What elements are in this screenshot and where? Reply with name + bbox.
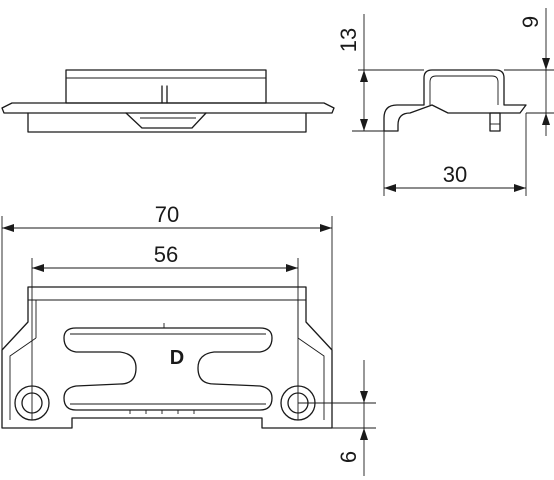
side-view: 13 9 30 — [336, 8, 554, 196]
front-view-bevel-right — [297, 337, 325, 420]
dim-9-arrow — [542, 58, 550, 70]
dim-56-arrow — [32, 264, 44, 272]
dim-30-arrow — [514, 184, 526, 192]
part-marking: D — [170, 347, 184, 369]
top-view-lower-body — [27, 112, 307, 133]
dim-56-label: 56 — [154, 242, 178, 267]
top-view-raised-block — [65, 69, 267, 104]
dim-6-arrow — [360, 391, 368, 403]
dim-6-arrow — [360, 428, 368, 440]
dim-30-label: 30 — [443, 162, 467, 187]
front-view-slot — [63, 327, 273, 411]
dim-6-label: 6 — [336, 451, 361, 463]
side-view-profile — [383, 69, 527, 132]
front-view: D 70 56 6 — [1, 202, 376, 476]
top-view-tongue — [125, 112, 207, 129]
dim-70-arrow — [2, 224, 14, 232]
dim-70-label: 70 — [155, 202, 179, 227]
side-view-stud — [489, 112, 501, 132]
dim-9-label: 9 — [518, 16, 543, 28]
dim-9-arrow — [542, 113, 550, 125]
dim-13-arrow — [360, 70, 368, 82]
dim-30-arrow — [384, 184, 396, 192]
dim-56-arrow — [286, 264, 298, 272]
dim-13-arrow — [360, 119, 368, 131]
dim-13-label: 13 — [336, 28, 361, 52]
side-view-inner — [429, 75, 499, 105]
top-view-flange — [1, 102, 335, 114]
dim-70-arrow — [320, 224, 332, 232]
top-view — [1, 69, 335, 133]
front-view-body — [1, 286, 333, 429]
front-view-bevel-left — [9, 337, 37, 420]
